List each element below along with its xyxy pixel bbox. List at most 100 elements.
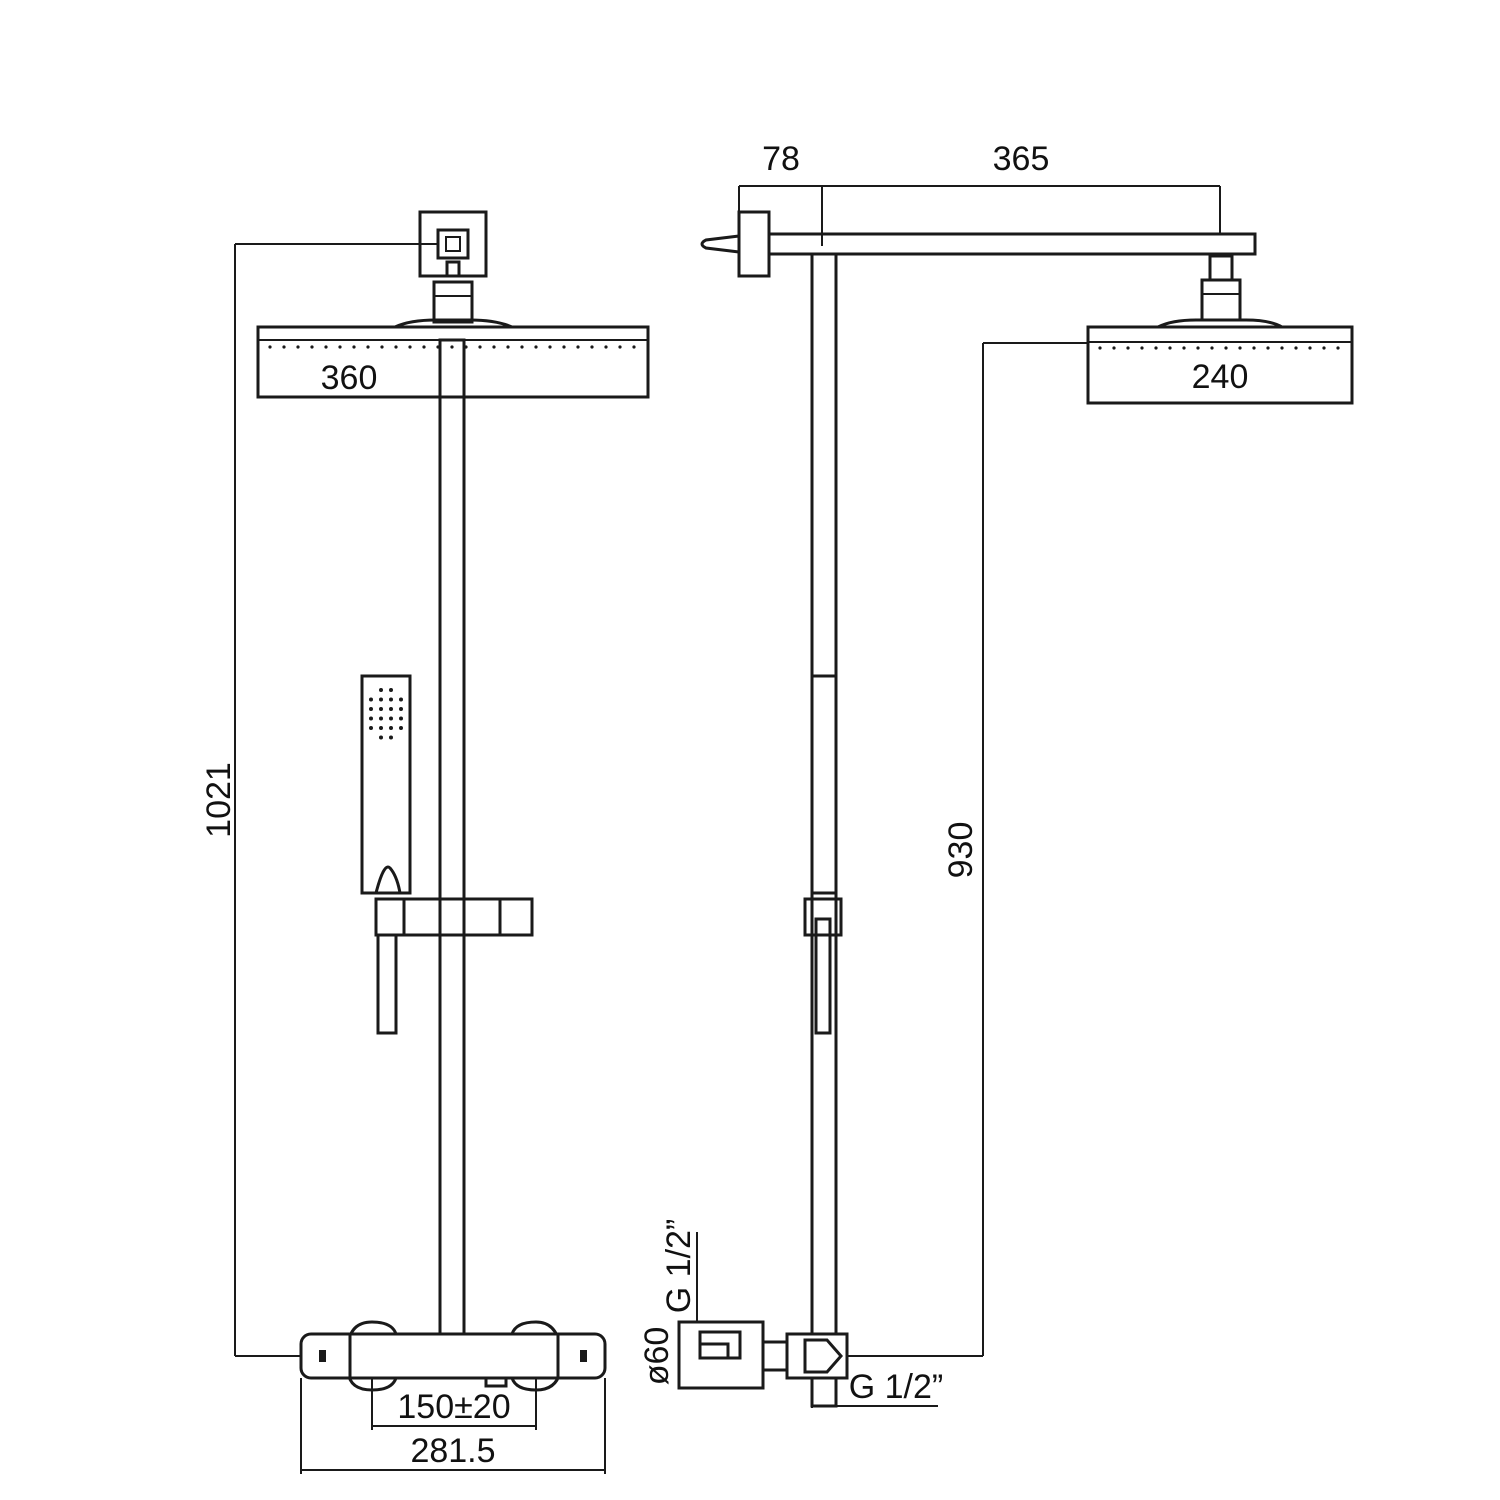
dim-inlet-thread-bottom-label: G 1/2” — [849, 1368, 943, 1406]
hand-nozzle — [399, 697, 403, 702]
side-head-cap — [1157, 318, 1283, 329]
hand-nozzle — [369, 716, 373, 721]
dim-arm-length-label: 365 — [993, 140, 1050, 178]
side-wall-mount — [737, 210, 771, 278]
head-nozzle — [576, 345, 580, 349]
dim-inlet-spacing-label: 150±20 — [397, 1388, 510, 1426]
side-mixer-outlet — [810, 1376, 838, 1408]
front-view: 1021 360 150±20 281.5 — [200, 210, 650, 1474]
hand-nozzle — [379, 688, 383, 692]
front-slider-clamp — [374, 897, 406, 937]
side-head-nozzle — [1280, 346, 1284, 350]
front-hand-nozzles — [369, 688, 403, 740]
hand-nozzle — [369, 697, 373, 702]
dim-total-height-label: 1021 — [200, 762, 238, 838]
head-nozzle — [366, 345, 370, 349]
hand-nozzle — [379, 726, 383, 730]
side-head-nozzle — [1168, 346, 1172, 350]
side-mixer-hex — [803, 1338, 843, 1374]
head-nozzle — [562, 345, 566, 349]
hand-nozzle — [389, 735, 393, 740]
side-view: 78 365 240 930 G 1/2” ø60 G 1/2” — [638, 140, 1354, 1408]
head-nozzle — [352, 345, 356, 349]
hand-nozzle — [399, 716, 403, 721]
dim-wall-offset-label: 78 — [762, 140, 800, 178]
side-head-nozzle — [1140, 346, 1144, 350]
front-slider-arm — [402, 897, 502, 937]
head-nozzle — [282, 345, 286, 349]
front-joint — [432, 280, 474, 324]
front-mixer-outlet — [484, 1376, 508, 1388]
head-nozzle — [604, 345, 608, 349]
side-head-nozzle — [1336, 346, 1340, 350]
side-head-nozzle — [1126, 346, 1130, 350]
head-nozzle — [492, 345, 496, 349]
dim-mixer-width-label: 281.5 — [410, 1432, 495, 1470]
side-hand-shower — [810, 674, 838, 895]
head-nozzle — [450, 345, 454, 349]
head-nozzle — [338, 345, 342, 349]
side-head-nozzle — [1196, 346, 1200, 350]
hand-nozzle — [379, 707, 383, 711]
front-shower-head — [256, 325, 650, 399]
head-nozzle — [296, 345, 300, 349]
side-slider-clamp — [803, 897, 843, 937]
side-wall-pin — [700, 234, 740, 254]
head-nozzle — [548, 345, 552, 349]
side-head-nozzle — [1308, 346, 1312, 350]
side-inlet-nut — [761, 1340, 789, 1372]
front-neck — [445, 260, 461, 278]
side-head-nozzle — [1098, 346, 1102, 350]
front-slider-end — [498, 897, 534, 937]
hand-nozzle — [379, 697, 383, 702]
side-head-nozzle — [1224, 346, 1228, 350]
front-head-nozzles — [268, 345, 636, 349]
dim-front-head-width-label: 360 — [321, 359, 378, 397]
head-nozzle — [520, 345, 524, 349]
head-nozzle — [310, 345, 314, 349]
head-nozzle — [534, 345, 538, 349]
hand-nozzle — [379, 735, 383, 740]
head-nozzle — [590, 345, 594, 349]
side-head-nozzle — [1210, 346, 1214, 350]
side-head-nozzles — [1098, 346, 1340, 350]
dim-inlet-thread-top-label: G 1/2” — [660, 1219, 698, 1313]
head-nozzle — [506, 345, 510, 349]
side-arm — [767, 232, 1257, 256]
side-head-nozzle — [1112, 346, 1116, 350]
head-nozzle — [618, 345, 622, 349]
head-nozzle — [478, 345, 482, 349]
hand-nozzle — [399, 726, 403, 730]
head-nozzle — [324, 345, 328, 349]
side-head-nozzle — [1266, 346, 1270, 350]
head-nozzle — [268, 345, 272, 349]
hand-nozzle — [369, 726, 373, 730]
front-top-bracket-inner — [436, 228, 470, 260]
head-nozzle — [408, 345, 412, 349]
front-hose-connector — [376, 933, 398, 1035]
front-riser-pipe — [438, 338, 466, 1337]
side-hose-connector — [814, 917, 832, 1035]
front-hand-grip — [374, 865, 402, 894]
hand-nozzle — [389, 716, 393, 721]
side-head-nozzle — [1294, 346, 1298, 350]
front-head-cap — [394, 318, 513, 329]
side-head-nozzle — [1182, 346, 1186, 350]
dim-side-height-label: 930 — [942, 822, 980, 879]
front-top-bracket-core — [445, 236, 461, 252]
hand-nozzle — [369, 707, 373, 711]
front-mixer-marker-left — [319, 1350, 326, 1362]
side-head-nut — [1208, 254, 1234, 282]
head-nozzle — [380, 345, 384, 349]
side-head-nozzle — [1154, 346, 1158, 350]
hand-nozzle — [389, 688, 393, 692]
hand-nozzle — [379, 716, 383, 721]
head-nozzle — [422, 345, 426, 349]
side-head-nozzle — [1252, 346, 1256, 350]
hand-nozzle — [399, 707, 403, 711]
side-head-nozzle — [1238, 346, 1242, 350]
dim-escutcheon-diameter-label: ø60 — [638, 1327, 676, 1386]
hand-nozzle — [389, 707, 393, 711]
side-head-nozzle — [1322, 346, 1326, 350]
